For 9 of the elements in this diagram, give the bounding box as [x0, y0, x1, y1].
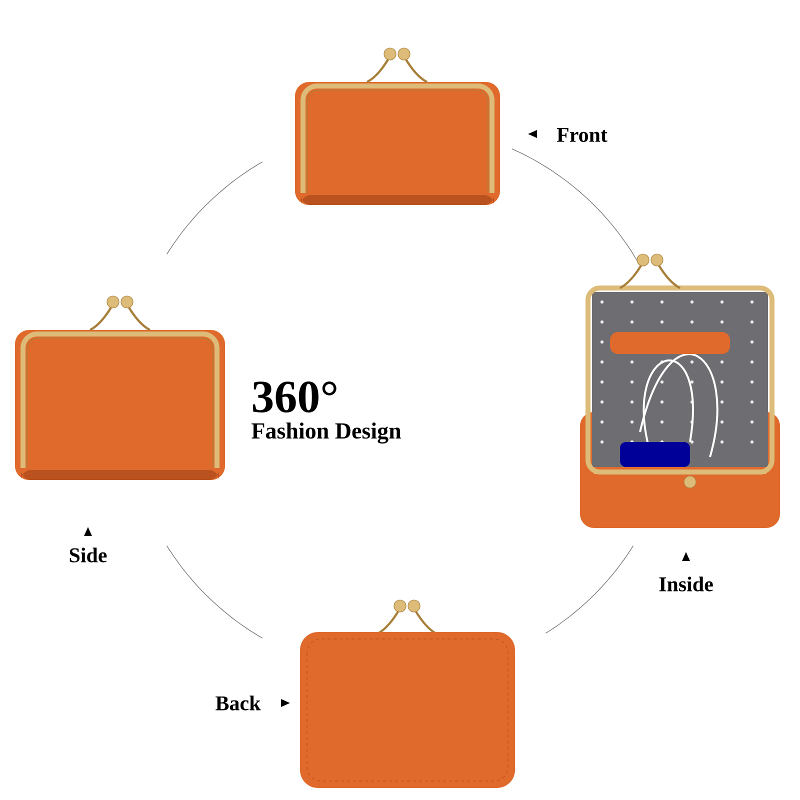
view-label: Side: [70, 548, 107, 562]
purse-picture: [300, 600, 515, 788]
purse-picture: [295, 48, 500, 205]
view-label: Back: [216, 696, 261, 710]
purse-picture: [580, 254, 780, 528]
heading-text: Fashion Design: [252, 422, 402, 444]
view-label: Inside: [659, 576, 713, 592]
purse-picture: [15, 296, 225, 480]
view-label: Front: [556, 128, 608, 142]
